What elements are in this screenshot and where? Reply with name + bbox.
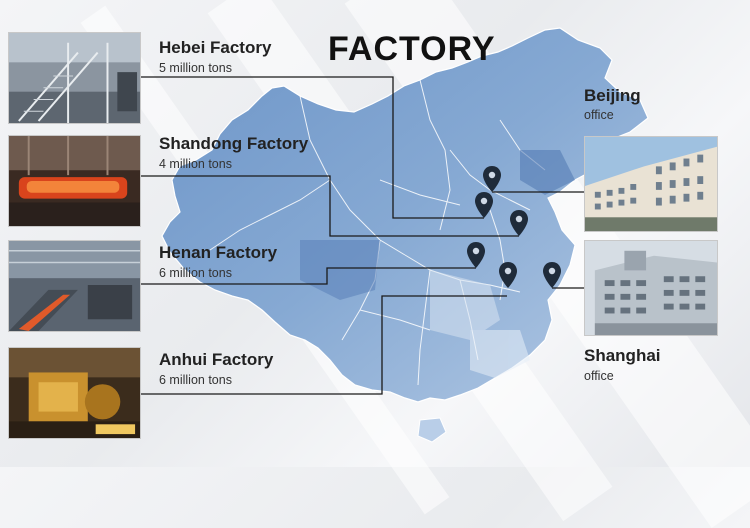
hainan-island [417, 417, 447, 443]
beijing-office-caption: office [584, 108, 614, 122]
hebei-factory-photo [8, 32, 141, 124]
shandong-factory-capacity: 4 million tons [159, 157, 232, 171]
henan-factory-capacity: 6 million tons [159, 266, 232, 280]
connector-lines [141, 76, 584, 395]
china-outline [161, 27, 649, 403]
map-highlight-regions [300, 150, 575, 378]
anhui-factory-name: Anhui Factory [159, 350, 274, 369]
henan-factory-name: Henan Factory [159, 243, 278, 262]
location-pin-icon [510, 210, 528, 236]
shanghai-office-photo [584, 240, 718, 336]
location-pin-icon [543, 262, 561, 288]
map-pins [467, 166, 561, 288]
hebei-factory-capacity: 5 million tons [159, 61, 232, 75]
china-map [141, 27, 649, 443]
shandong-factory-name: Shandong Factory [159, 134, 309, 153]
shanghai-office-name: Shanghai [584, 346, 661, 365]
location-pin-icon [467, 242, 485, 268]
location-pin-icon [475, 192, 493, 218]
hebei-factory-name: Hebei Factory [159, 38, 272, 57]
shanghai-office-caption: office [584, 369, 614, 383]
anhui-connector [141, 295, 507, 395]
location-pin-icon [483, 166, 501, 192]
henan-factory-photo [8, 240, 141, 332]
hebei-connector [141, 76, 484, 219]
anhui-factory-capacity: 6 million tons [159, 373, 232, 387]
shandong-connector [141, 175, 519, 237]
page-title: FACTORY [328, 30, 496, 68]
henan-connector [141, 267, 476, 285]
location-pin-icon [499, 262, 517, 288]
beijing-office-photo [584, 136, 718, 232]
shandong-factory-photo [8, 135, 141, 227]
anhui-factory-photo [8, 347, 141, 439]
factory-map-slide: FACTORY [8, 27, 718, 443]
beijing-office-name: Beijing [584, 86, 641, 105]
